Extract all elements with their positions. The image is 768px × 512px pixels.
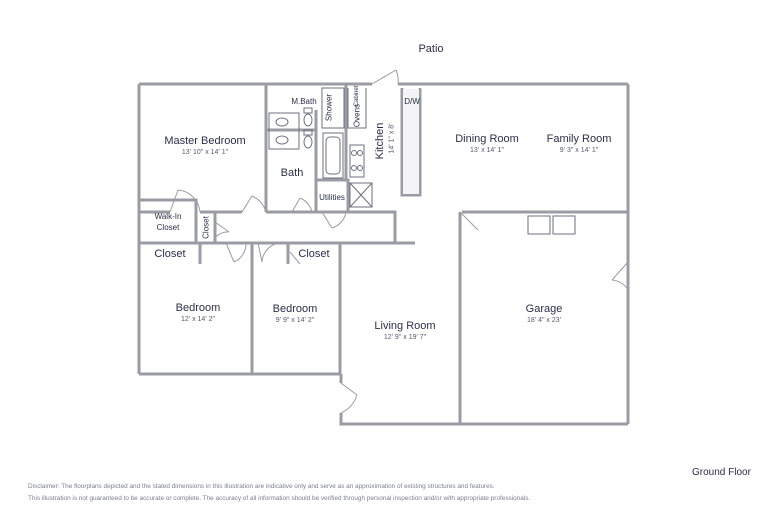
disclaimer-line-2: This illustration is not guaranteed to b… bbox=[28, 495, 531, 502]
room-closet-right: Closet bbox=[298, 248, 330, 260]
room-bath: Bath bbox=[280, 167, 304, 179]
room-bedroom-2: Bedroom bbox=[272, 303, 318, 315]
kitchen-counter bbox=[403, 89, 419, 194]
disclaimer-line-1: Disclaimer: The floorplans depicted and … bbox=[28, 483, 495, 490]
room-kitchen-dim: 14' 1" x 8' bbox=[388, 123, 396, 154]
room-utilities: Utilities bbox=[319, 193, 345, 202]
room-mbath: M.Bath bbox=[291, 97, 317, 106]
room-family-dim: 9' 3" x 14' 1" bbox=[559, 147, 599, 154]
room-shower: Shower bbox=[324, 93, 334, 122]
door-swings bbox=[169, 69, 629, 414]
room-dw: D/W bbox=[404, 97, 420, 106]
room-living-dim: 12' 9" x 19' 7" bbox=[383, 334, 427, 341]
room-walkin-closet-2: Closet bbox=[156, 223, 180, 232]
room-bedroom-2-dim: 9' 9" x 14' 2" bbox=[275, 317, 315, 324]
room-closet-small: Closet bbox=[201, 216, 211, 239]
room-garage-dim: 18' 4" x 23' bbox=[527, 317, 561, 324]
room-master-bedroom: Master Bedroom bbox=[164, 135, 246, 147]
room-closet-left: Closet bbox=[154, 248, 186, 260]
room-dining: Dining Room bbox=[455, 133, 519, 145]
room-walkin-closet-1: Walk-In bbox=[154, 212, 182, 221]
room-ovens: Ovens bbox=[352, 103, 362, 128]
room-master-bedroom-dim: 13' 10" x 14' 1" bbox=[181, 149, 229, 156]
patio-label: Patio bbox=[418, 43, 444, 55]
floor-title: Ground Floor bbox=[692, 467, 751, 478]
room-garage: Garage bbox=[525, 303, 563, 315]
room-bedroom-1-dim: 12' x 14' 2" bbox=[181, 316, 215, 323]
room-bedroom-1: Bedroom bbox=[175, 302, 221, 314]
room-kitchen: Kitchen bbox=[374, 122, 386, 160]
disclaimer: Disclaimer: The floorplans depicted and … bbox=[28, 481, 530, 505]
room-family: Family Room bbox=[546, 133, 612, 145]
room-living: Living Room bbox=[374, 320, 436, 332]
room-dining-dim: 13' x 14' 1" bbox=[470, 147, 504, 154]
